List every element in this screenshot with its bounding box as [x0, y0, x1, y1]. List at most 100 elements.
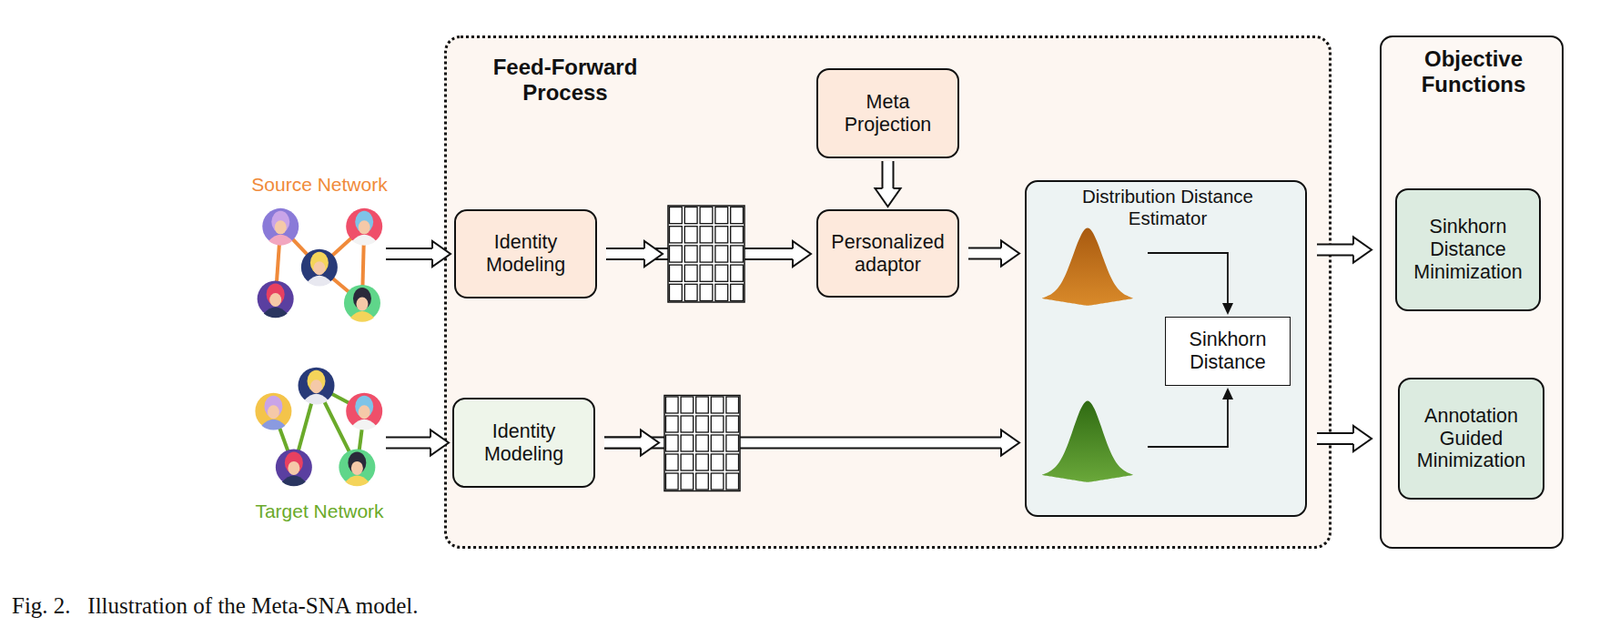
- matrix-cell: [715, 226, 729, 244]
- arrow-shaft: [1316, 432, 1354, 446]
- flow-arrow: [875, 161, 902, 207]
- arrow-head: [644, 241, 663, 267]
- social-network: [257, 208, 384, 323]
- arrow-shaft: [1316, 245, 1354, 255]
- matrix-cell: [699, 207, 713, 224]
- process-box: Meta Projection: [816, 68, 960, 159]
- matrix-cell: [680, 435, 694, 452]
- matrix-cell: [710, 454, 724, 471]
- process-box: Identity Modeling: [452, 397, 596, 488]
- matrix-outline: [668, 205, 745, 303]
- arrow-shaft: [385, 436, 431, 450]
- matrix-cell: [669, 207, 683, 224]
- arrow-shaft: [604, 438, 641, 448]
- flow-arrow: [606, 241, 663, 267]
- matrix-cell: [669, 245, 683, 263]
- leader-arrow: [1147, 387, 1234, 447]
- matrix-cell: [666, 415, 679, 433]
- arrow-head: [1001, 430, 1020, 456]
- matrix-cell: [730, 283, 744, 301]
- objective-box: Sinkhorn Distance Minimization: [1395, 188, 1541, 312]
- user-avatar: [345, 393, 383, 431]
- matrix-cell: [726, 454, 740, 471]
- arrow-head: [875, 188, 902, 207]
- matrix-cell: [666, 473, 679, 490]
- matrix-cell: [710, 473, 724, 490]
- matrix-outline: [664, 395, 740, 492]
- matrix-cell: [715, 207, 729, 224]
- arrow-shaft: [604, 436, 641, 450]
- box-label: Identity Modeling: [461, 420, 587, 466]
- arrow-head: [430, 430, 449, 456]
- matrix-cell: [699, 264, 713, 282]
- process-box: Identity Modeling: [454, 209, 598, 299]
- user-avatar: [262, 208, 299, 246]
- matrix-cell: [730, 207, 744, 224]
- arrow-head: [432, 241, 451, 267]
- network-label: Source Network: [251, 173, 387, 196]
- matrix-cell: [684, 283, 698, 301]
- matrix-cell: [696, 396, 709, 414]
- matrix-cell: [726, 415, 740, 433]
- matrix-cell: [710, 435, 724, 452]
- box-label: Sinkhorn Distance: [1173, 328, 1283, 374]
- flow-arrow: [604, 430, 659, 456]
- matrix-cell: [669, 226, 683, 244]
- arrow-shaft: [881, 161, 895, 189]
- box-label: Meta Projection: [825, 91, 951, 136]
- matrix-cell: [696, 454, 709, 471]
- flow-arrow: [1316, 237, 1372, 264]
- matrix-cell: [730, 245, 744, 263]
- matrix-cell: [699, 283, 713, 301]
- embedding-matrix: [664, 395, 740, 492]
- box-label: Personalized adaptor: [825, 231, 951, 276]
- user-avatar: [298, 367, 335, 406]
- user-avatar: [301, 249, 338, 287]
- box-label: Annotation Guided Minimization: [1407, 405, 1536, 473]
- user-avatar: [254, 393, 292, 431]
- matrix-cell: [666, 454, 679, 471]
- matrix-cell: [696, 415, 709, 433]
- matrix-cell: [710, 396, 724, 414]
- matrix-cell: [726, 396, 740, 414]
- matrix-cell: [715, 283, 729, 301]
- arrow-head: [792, 241, 811, 267]
- process-region: Feed-Forward ProcessIdentity ModelingMet…: [444, 35, 1332, 549]
- box-label: Sinkhorn Distance Minimization: [1404, 215, 1532, 284]
- matrix-cell: [726, 473, 740, 490]
- matrix-cell: [696, 473, 709, 490]
- user-avatar: [275, 448, 313, 487]
- arrow-shaft: [385, 247, 433, 261]
- arrow-shaft: [1316, 243, 1354, 257]
- arrow-shaft: [968, 247, 1002, 261]
- matrix-cell: [684, 245, 698, 263]
- user-avatar: [344, 284, 381, 323]
- user-avatar: [345, 208, 383, 246]
- network-label: Target Network: [254, 500, 384, 523]
- flow-arrow: [1316, 425, 1372, 452]
- embedding-matrix: [668, 205, 745, 303]
- matrix-cell: [666, 435, 679, 452]
- user-avatar: [257, 280, 294, 318]
- arrow-shaft: [385, 249, 433, 259]
- group-title: Distribution Distance Estimator: [1049, 185, 1287, 229]
- matrix-cell: [684, 264, 698, 282]
- objective-box: Annotation Guided Minimization: [1397, 377, 1545, 500]
- matrix-cell: [669, 283, 683, 301]
- target-distribution: [1042, 400, 1134, 482]
- process-box: Sinkhorn Distance: [1164, 316, 1291, 386]
- arrow-shaft: [606, 247, 645, 261]
- objective-panel: Objective FunctionsSinkhorn Distance Min…: [1379, 35, 1564, 549]
- arrow-shaft: [968, 249, 1002, 259]
- flow-arrow: [385, 241, 451, 267]
- flow-arrow: [968, 241, 1020, 267]
- arrow-head: [1353, 425, 1372, 452]
- matrix-cell: [730, 264, 744, 282]
- box-label: Identity Modeling: [463, 231, 588, 276]
- matrix-cell: [680, 473, 694, 490]
- group-title: Objective Functions: [1399, 46, 1548, 97]
- matrix-cell: [680, 415, 694, 433]
- matrix-cell: [680, 454, 694, 471]
